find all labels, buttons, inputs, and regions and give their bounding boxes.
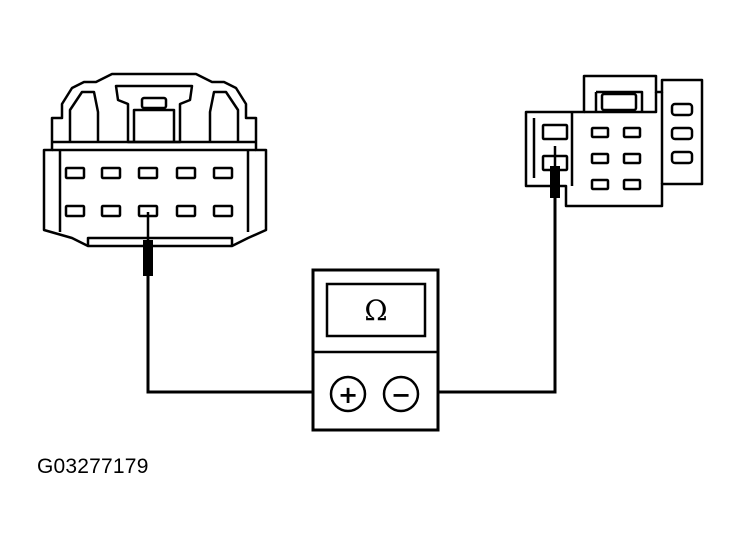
- pin-cavity: [541, 123, 569, 141]
- ohmmeter: Ω + −: [311, 268, 440, 432]
- pin-cavity: [670, 102, 694, 117]
- figure-id-label: G03277179: [37, 455, 149, 478]
- pin-cavity: [64, 204, 86, 218]
- negative-terminal: [382, 375, 420, 413]
- pin-cavity: [175, 204, 197, 218]
- left-connector-pins: [64, 166, 234, 218]
- pin-cavity: [175, 166, 197, 180]
- left-connector: [42, 72, 268, 248]
- right-probe: [550, 146, 560, 198]
- pin-cavity: [670, 126, 694, 141]
- pin-cavity: [622, 178, 642, 191]
- pin-cavity: [622, 126, 642, 139]
- pin-cavity: [137, 166, 159, 180]
- meter-display: [325, 282, 427, 338]
- positive-terminal-label: +: [338, 381, 358, 409]
- test-leads: [146, 198, 557, 394]
- negative-terminal-label: −: [391, 381, 411, 409]
- meter-display-symbol: Ω: [364, 294, 387, 327]
- pin-cavity: [622, 152, 642, 165]
- right-connector: [524, 74, 704, 208]
- pin-cavity: [590, 126, 610, 139]
- pin-cavity: [590, 178, 610, 191]
- pin-cavity: [212, 166, 234, 180]
- pin-cavity: [100, 204, 122, 218]
- negative-lead: [420, 198, 557, 394]
- positive-terminal: [329, 375, 367, 413]
- pin-cavity: [590, 152, 610, 165]
- positive-lead: [146, 276, 330, 394]
- pin-cavity: [670, 150, 694, 165]
- pin-cavity: [212, 204, 234, 218]
- left-probe: [143, 212, 153, 276]
- right-connector-pins: [541, 102, 694, 191]
- pin-cavity: [100, 166, 122, 180]
- pin-cavity: [64, 166, 86, 180]
